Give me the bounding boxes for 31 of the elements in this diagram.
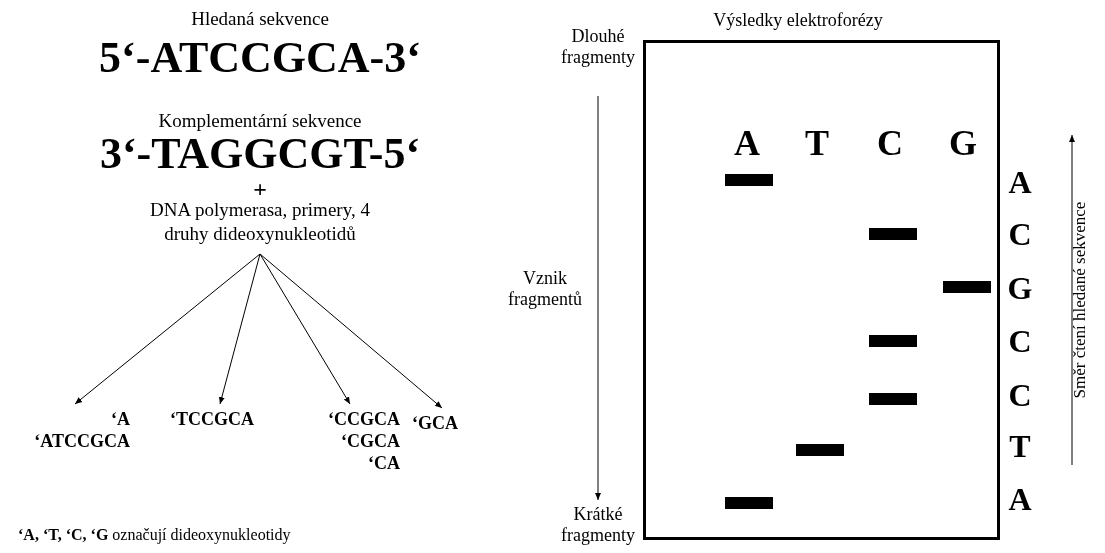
sequence: 5‘-ATCCGCA-3‘ <box>98 32 422 83</box>
base-letter: A <box>1007 481 1033 518</box>
base-letter: C <box>1007 323 1033 360</box>
axis-label: Dlouhé fragmenty <box>560 26 636 68</box>
base-letter: T <box>1008 428 1032 465</box>
fragment-text: ‘TCCGCA <box>170 408 255 430</box>
caption: Vznik fragmentů <box>507 268 583 310</box>
fragment-text: ‘ATCCGCA <box>33 430 130 452</box>
arrow <box>74 253 261 405</box>
arrow <box>259 253 351 405</box>
panel-title: Výsledky elektroforézy <box>712 10 884 31</box>
heading: Komplementární sekvence <box>157 110 363 132</box>
lane-letter: A <box>733 122 761 164</box>
footnote: ‘A, ‘T, ‘C, ‘G označují dideoxynukleotidy <box>18 526 292 544</box>
fragment-text: ‘A <box>110 408 130 430</box>
axis-label: Krátké fragmenty <box>560 504 636 546</box>
base-letter: G <box>1006 270 1034 307</box>
base-letter: C <box>1007 216 1033 253</box>
base-letter: C <box>1007 377 1033 414</box>
fragment-text: ‘GCA <box>412 412 459 434</box>
arrow <box>259 253 443 409</box>
lane-letter: G <box>948 122 978 164</box>
fragment-text: ‘CCGCA <box>327 408 400 430</box>
lane-letter: C <box>876 122 904 164</box>
base-letter: A <box>1007 164 1033 201</box>
fragment-text: ‘CA <box>367 452 400 474</box>
fragment-text: ‘CGCA <box>340 430 400 452</box>
arrow <box>218 253 261 405</box>
axis-label: Směr čtení hledané sekvence <box>1070 201 1090 399</box>
heading: Hledaná sekvence <box>190 8 330 30</box>
lane-letter: T <box>804 122 830 164</box>
